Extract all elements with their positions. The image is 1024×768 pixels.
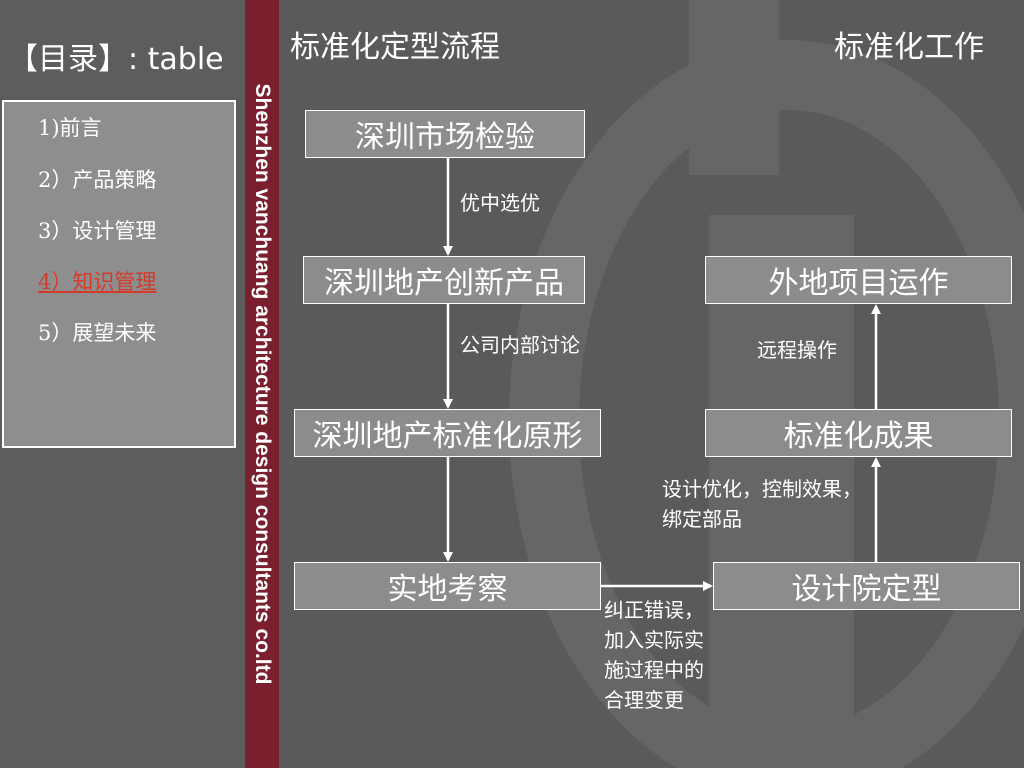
toc-item-design-management[interactable]: 3）设计管理: [38, 219, 157, 243]
label-select-best: 优中选优: [460, 191, 540, 215]
label-correct-errors: 纠正错误，加入实际实施过程中的合理变更: [604, 598, 704, 712]
box-standard-result: 标准化成果: [705, 409, 1012, 457]
box-innovation-product: 深圳地产创新产品: [303, 256, 585, 304]
decorative-bar: [709, 215, 854, 768]
label-design-optimize: 设计优化，控制效果，绑定部品: [662, 477, 862, 531]
toc-item-product-strategy[interactable]: 2）产品策略: [38, 168, 157, 192]
box-remote-project: 外地项目运作: [705, 256, 1012, 304]
box-market-test: 深圳市场检验: [305, 110, 585, 158]
company-band: [245, 0, 279, 768]
work-title: 标准化工作: [834, 30, 984, 65]
box-design-institute: 设计院定型: [713, 562, 1020, 610]
toc-box: [2, 100, 236, 448]
toc-item-knowledge-management[interactable]: 4）知识管理: [38, 270, 157, 294]
flow-title: 标准化定型流程: [290, 30, 500, 65]
toc-item-preface[interactable]: 1)前言: [38, 116, 102, 140]
toc-title: 【目录】: table: [8, 42, 224, 77]
label-remote-operation: 远程操作: [757, 338, 837, 362]
toc-panel: 【目录】: table 1)前言 2）产品策略 3）设计管理 4）知识管理 5）…: [0, 0, 245, 768]
toc-item-outlook[interactable]: 5）展望未来: [38, 321, 157, 345]
box-standard-prototype: 深圳地产标准化原形: [294, 409, 601, 457]
box-site-survey: 实地考察: [294, 562, 601, 610]
label-internal-discussion: 公司内部讨论: [460, 333, 580, 357]
decorative-bar-top: [689, 0, 779, 175]
